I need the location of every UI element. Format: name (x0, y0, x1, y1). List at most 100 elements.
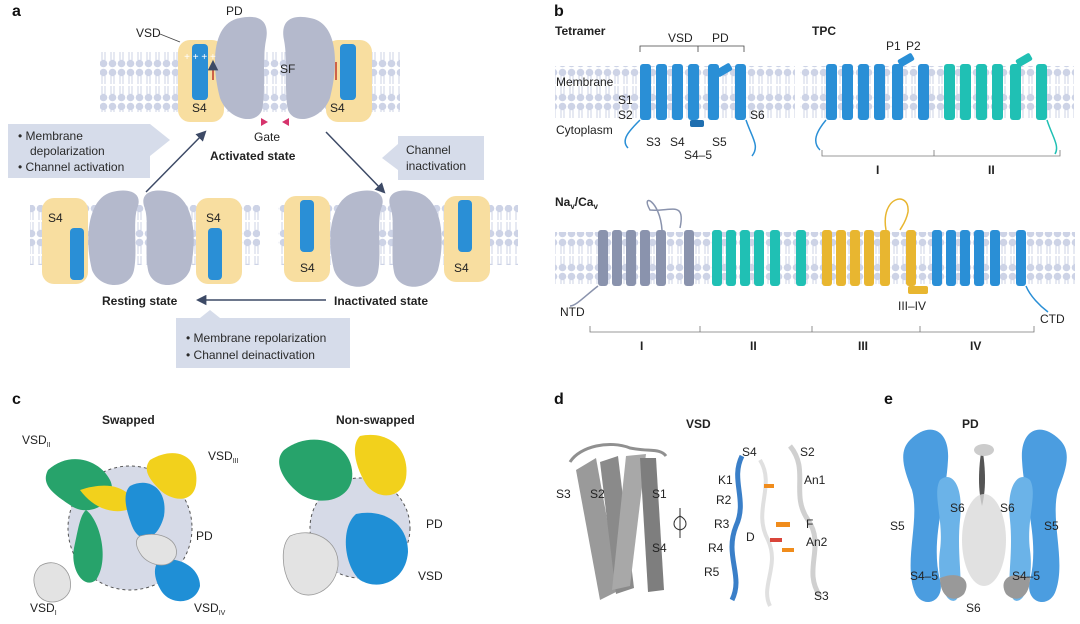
activated-channel: + + + + (178, 16, 372, 126)
arrow-activation (145, 130, 207, 193)
non-swapped-structure (279, 434, 411, 596)
label-pd: PD (226, 4, 243, 18)
label-s4-r1: S4 (48, 211, 63, 225)
b-label-s1: S1 (618, 93, 633, 107)
vsd-leader (159, 33, 181, 43)
callout-repol-1: • Membrane repolarization (186, 331, 326, 345)
label-d-k1: K1 (718, 473, 733, 487)
b-label-cytoplasm: Cytoplasm (556, 123, 613, 137)
pore-lobe-left (214, 16, 267, 120)
label-vsd-i: VSDI (30, 601, 57, 617)
b-label-ntd: NTD (560, 305, 585, 319)
vsd-cylinders (568, 443, 668, 600)
vsd-ribbon (729, 444, 823, 607)
label-d-vsd: VSD (686, 417, 711, 431)
label-tpc: TPC (812, 24, 836, 38)
panel-d-label: d (554, 391, 564, 408)
label-d-s3: S3 (556, 487, 571, 501)
b-label-s5: S5 (712, 135, 727, 149)
gate-marker-l (261, 118, 268, 126)
pore-lobe-right (283, 16, 336, 120)
b-label-s6: S6 (750, 108, 765, 122)
pore-resting-left (88, 190, 139, 285)
label-d-r2: R2 (716, 493, 732, 507)
tpc-domain-2: II (988, 163, 995, 177)
panel-b: b Tetramer TPC VSD PD Membrane Cytoplasm… (554, 3, 1075, 353)
label-pd-swapped: PD (196, 529, 213, 543)
arrow-inactivation (325, 131, 386, 194)
panel-a-label: a (12, 3, 21, 20)
panel-c-label: c (12, 391, 21, 408)
b-label-s45: S4–5 (684, 148, 712, 162)
pore-inact-left (330, 190, 383, 287)
callout-inactivation-2: inactivation (406, 159, 466, 173)
label-e-s45r: S4–5 (1012, 569, 1040, 583)
label-d-r-s2: S2 (800, 445, 815, 459)
label-s4-i2: S4 (454, 261, 469, 275)
s4-helix-r1 (70, 228, 84, 280)
label-non-swapped: Non-swapped (336, 413, 415, 427)
b-label-s4: S4 (670, 135, 685, 149)
label-d-r-s3: S3 (814, 589, 829, 603)
label-e-s6l: S6 (950, 501, 965, 515)
label-pd-nonswapped: PD (426, 517, 443, 531)
label-d-s4: S4 (652, 541, 667, 555)
label-d-an2: An2 (806, 535, 828, 549)
label-d-f: F (806, 517, 813, 531)
pore-inact-right (389, 190, 442, 287)
pore-domain-structure (903, 429, 1067, 603)
label-s4-i1: S4 (300, 261, 315, 275)
panel-e: e PD S5 S6 S6 S5 S4–5 S4–5 S6 (884, 391, 1067, 615)
b-label-p1: P1 (886, 39, 901, 53)
s4-helix-i2 (458, 200, 472, 252)
label-sf: SF (280, 62, 295, 76)
label-s4-a1: S4 (192, 101, 207, 115)
callout-activation-box (8, 124, 170, 178)
tpc-helices (815, 53, 1058, 155)
label-e-s5r: S5 (1044, 519, 1059, 533)
label-d-r4: R4 (708, 541, 724, 555)
b-label-s3: S3 (646, 135, 661, 149)
b-domain-bracket (639, 45, 745, 52)
label-s4-a2: S4 (330, 101, 345, 115)
s4-helix-a2 (340, 44, 356, 100)
pore-resting-right (143, 190, 194, 285)
label-gate: Gate (254, 130, 280, 144)
label-navcav: Nav/Cav (555, 195, 598, 211)
navcav-bracket (589, 326, 1035, 333)
label-e-s5l: S5 (890, 519, 905, 533)
label-vsd-iii: VSDIII (208, 449, 239, 465)
s4-helix-r2 (208, 228, 222, 280)
label-vsd: VSD (136, 26, 161, 40)
callout-repolarization-box (176, 310, 350, 368)
s4-helix-a1 (192, 44, 208, 100)
label-e-s6r: S6 (1000, 501, 1015, 515)
panel-c: c Swapped Non-swapped VSDII VSDIII PD VS… (12, 391, 443, 617)
b-label-vsd: VSD (668, 31, 693, 45)
panel-d: d VSD S3 S2 S1 S4 S4 S2 K1 R2 R3 R4 (554, 391, 829, 607)
tpc-domain-1: I (876, 163, 879, 177)
navcav-domain-2: II (750, 339, 757, 353)
label-d-r5: R5 (704, 565, 720, 579)
callout-inactivation-box (382, 136, 484, 180)
b-label-ctd: CTD (1040, 312, 1065, 326)
b-label-p2: P2 (906, 39, 921, 53)
label-d-s1: S1 (652, 487, 667, 501)
label-e-s45l: S4–5 (910, 569, 938, 583)
resting-channel (42, 190, 242, 285)
callout-activation-1: • Membrane (18, 129, 83, 143)
b-label-pd: PD (712, 31, 729, 45)
tpc-bracket (821, 150, 1061, 157)
label-inactivated-state: Inactivated state (334, 294, 428, 308)
b-label-s2: S2 (618, 108, 633, 122)
label-d-dd: D (746, 530, 755, 544)
panel-b-label: b (554, 3, 564, 20)
label-swapped: Swapped (102, 413, 155, 427)
navcav-helices (569, 198, 1049, 313)
callout-activation-3: • Channel activation (18, 160, 124, 174)
label-e-pd: PD (962, 417, 979, 431)
b-label-membrane: Membrane (556, 75, 614, 89)
swapped-structure (33, 453, 200, 603)
label-resting-state: Resting state (102, 294, 178, 308)
